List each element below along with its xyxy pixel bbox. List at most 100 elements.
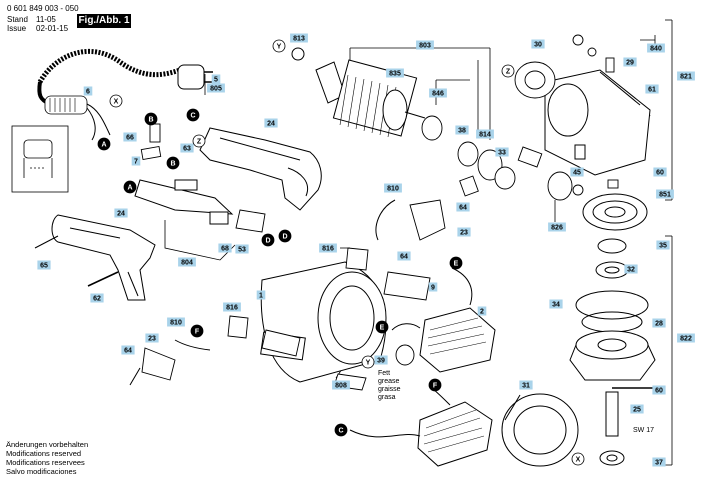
part-number-label-bg: [677, 333, 695, 343]
part-number-label-bg: [624, 264, 638, 274]
callout-circle: [123, 180, 137, 194]
stand-value: 11-05: [36, 15, 56, 24]
grease-note-line: grasa: [378, 394, 396, 401]
callout-marker: E: [375, 320, 389, 334]
callout-circle: [571, 452, 585, 466]
part-number-label: 66: [123, 132, 137, 142]
part-number-label-bg: [211, 74, 221, 84]
part-number-label-bg: [167, 317, 185, 327]
part-number-label: 822: [677, 333, 695, 343]
wrench-size-note: SW 17: [633, 427, 655, 434]
part-number-text: 803: [419, 43, 431, 50]
part-number-label-bg: [652, 385, 666, 395]
part-number-label-bg: [123, 132, 137, 142]
part-number-label-bg: [549, 299, 563, 309]
callout-marker: F: [428, 378, 442, 392]
callout-circle: [192, 134, 206, 148]
callout-letter: D: [265, 238, 270, 245]
callout-letter: X: [576, 457, 581, 464]
part-number-text: 37: [655, 460, 663, 467]
callout-letter: A: [101, 142, 106, 149]
part-number-text: 24: [267, 121, 275, 128]
part-number-text: 39: [377, 358, 385, 365]
stand-label: Stand: [7, 15, 28, 24]
part-number-label: 64: [121, 345, 135, 355]
part-number-label: 33: [495, 147, 509, 157]
issue-value: 02-01-15: [36, 24, 69, 33]
callout-circle: [109, 94, 123, 108]
callout-letter: F: [195, 329, 200, 336]
footer-line: Änderungen vorbehalten: [6, 440, 89, 449]
part-number-label-bg: [131, 156, 141, 166]
callout-marker: X: [571, 452, 585, 466]
part-number-label-bg: [653, 167, 667, 177]
callout-circle: [428, 378, 442, 392]
part-number-text: 64: [400, 254, 408, 261]
footer-notes: Änderungen vorbehalten Modifications res…: [6, 440, 88, 476]
part-number-text: 29: [626, 60, 634, 67]
grease-note-line: grease: [378, 378, 400, 385]
part-number-label: 65: [37, 260, 51, 270]
part-number-text: 835: [389, 71, 401, 78]
part-number-label-bg: [223, 302, 241, 312]
part-number-label: 60: [653, 167, 667, 177]
callout-circle: [375, 320, 389, 334]
part-number-label: 68: [218, 243, 232, 253]
part-number-text: 814: [479, 132, 491, 139]
part-number-label-bg: [652, 318, 666, 328]
part-number-label: 821: [677, 71, 695, 81]
part-number-label: 25: [630, 404, 644, 414]
part-number-label-bg: [256, 290, 266, 300]
part-number-label-bg: [457, 227, 471, 237]
part-number-label: 810: [167, 317, 185, 327]
part-number-label-bg: [477, 306, 487, 316]
part-number-text: 9: [431, 285, 435, 292]
part-number-label: 24: [114, 208, 128, 218]
bearings-right: [575, 238, 649, 333]
part-number-text: 30: [534, 42, 542, 49]
part-number-label: 39: [374, 355, 388, 365]
callout-circle: [361, 355, 375, 369]
part-number-label: 30: [531, 39, 545, 49]
handle-housing-upper: [134, 127, 322, 225]
part-number-label-bg: [384, 183, 402, 193]
callout-letter: Y: [366, 360, 371, 367]
footer-line: Modifications reservees: [6, 458, 85, 467]
part-number-text: 23: [148, 336, 156, 343]
field-coil-upper: [419, 307, 496, 373]
part-number-text: 45: [573, 170, 581, 177]
bearing-flange: [569, 330, 656, 381]
part-number-text: 61: [648, 87, 656, 94]
part-number-label: 31: [519, 380, 533, 390]
callout-letter: F: [433, 383, 438, 390]
callout-circle: [261, 233, 275, 247]
handle-housing-lower: [51, 214, 156, 301]
part-number-text: 813: [293, 36, 305, 43]
part-number-text: 33: [498, 150, 506, 157]
callout-marker: C: [186, 108, 200, 122]
part-number-label: 5: [211, 74, 221, 84]
switch-schematic: [11, 125, 69, 193]
part-number-label-bg: [416, 40, 434, 50]
part-number-text: 62: [93, 296, 101, 303]
callout-letter: Z: [197, 139, 202, 146]
part-number-label: 840: [647, 43, 665, 53]
callout-letter: D: [282, 234, 287, 241]
callout-letter: B: [170, 161, 175, 168]
part-number-text: 805: [210, 86, 222, 93]
callout-marker: Z: [501, 64, 515, 78]
part-number-text: 810: [170, 320, 182, 327]
part-number-label: 835: [386, 68, 404, 78]
part-number-label-bg: [290, 33, 308, 43]
bevel-gear: [582, 193, 648, 231]
part-number-label: 816: [223, 302, 241, 312]
part-number-label: 64: [456, 202, 470, 212]
figure-label: Fig./Abb. 1: [77, 14, 131, 28]
issue-label: Issue: [7, 24, 27, 33]
part-number-text: 25: [633, 407, 641, 414]
part-number-text: 846: [432, 91, 444, 98]
part-number-text: 32: [627, 267, 635, 274]
